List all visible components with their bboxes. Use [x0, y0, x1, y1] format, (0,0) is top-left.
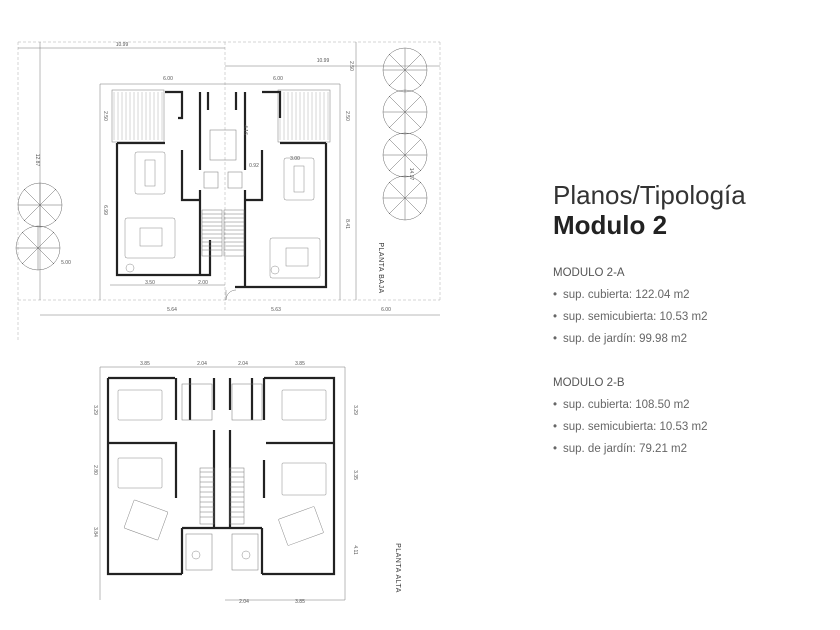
dim-upper-right-2: 3.35: [352, 470, 358, 480]
dim-upper-right-1: 3.29: [352, 405, 358, 415]
bullet-icon: •: [553, 311, 558, 323]
dim-upper-right-3: 4.11: [352, 545, 358, 555]
terrace-hatch-left: [111, 89, 165, 143]
dim-bottom-far-right: 6.00: [381, 307, 391, 313]
bullet-icon: •: [553, 289, 558, 301]
furniture-right: [269, 157, 321, 279]
module-2a-heading: MODULO 2-A: [553, 267, 625, 279]
bullet-icon: •: [553, 421, 558, 433]
dim-upper-bottom-b: 3.85: [295, 599, 305, 605]
ground-floor-plan: 10.99 10.99 6.00 6.00 2.50 2.50 6.99 12.…: [15, 41, 441, 340]
dim-left-upper: 2.50: [102, 111, 108, 121]
dim-bottom-left-room: 3.50: [145, 280, 155, 286]
dim-upper-top-a: 3.85: [140, 361, 150, 367]
module-2a-item-2: •sup. semicubierta: 10.53 m2: [553, 311, 708, 323]
dim-upper-top-c: 2.04: [238, 361, 248, 367]
trees-left: [15, 182, 63, 271]
beds: [117, 389, 327, 546]
upper-floor-plan: 3.85 2.04 2.04 3.85 3.29 2.80 3.84 3.29 …: [92, 361, 401, 605]
module-title: Modulo 2: [553, 210, 668, 240]
bullet-icon: •: [553, 399, 558, 411]
ground-floor-label: PLANTA BAJA: [377, 242, 384, 293]
module-2b-heading: MODULO 2-B: [553, 377, 625, 389]
dim-upper-bottom-a: 2.04: [239, 599, 249, 605]
dim-bottom-mid: 2.00: [198, 280, 208, 286]
module-2a-item-1: •sup. cubierta: 122.04 m2: [553, 289, 690, 301]
dim-upper-top-d: 3.85: [295, 361, 305, 367]
dim-left-overall: 12.87: [34, 154, 40, 167]
dim-bottom-left: 5.64: [167, 307, 177, 313]
info-panel: Planos/Tipología Modulo 2 MODULO 2-A •su…: [553, 180, 833, 455]
dim-left-height: 6.99: [102, 205, 108, 215]
upper-floor-label: PLANTA ALTA: [394, 543, 401, 593]
dim-right-kitchen: 3.00: [290, 156, 300, 162]
dim-bottom-right: 5.63: [271, 307, 281, 313]
terrace-hatch-right: [277, 89, 331, 143]
page-title: Planos/Tipología: [553, 180, 746, 210]
furniture-left: [124, 151, 176, 273]
dim-upper-left-1: 3.29: [92, 405, 98, 415]
stairs-upper: [199, 467, 245, 525]
dim-top-left-room: 6.00: [163, 76, 173, 82]
module-2b-item-2: •sup. semicubierta: 10.53 m2: [553, 421, 708, 433]
dim-upper-left-2: 2.80: [92, 465, 98, 475]
dim-garden-left: 5.00: [61, 260, 71, 266]
dim-right-top: 2.50: [348, 61, 354, 71]
dim-top-overall: 10.99: [116, 42, 129, 48]
stairs-ground: [201, 209, 245, 257]
dim-top-right-room: 6.00: [273, 76, 283, 82]
dim-stair: 4.16: [242, 125, 248, 135]
module-2b-item-3: •sup. de jardín: 79.21 m2: [553, 443, 688, 455]
bullet-icon: •: [553, 443, 558, 455]
trees-right: [382, 47, 428, 221]
dim-right-overall: 14.17: [408, 168, 414, 181]
dim-right-upper: 2.50: [344, 111, 350, 121]
dim-hall: 0.92: [249, 163, 259, 169]
bullet-icon: •: [553, 333, 558, 345]
module-2a-item-3: •sup. de jardín: 99.98 m2: [553, 333, 688, 345]
dim-top-right: 10.99: [317, 58, 330, 64]
dim-upper-top-b: 2.04: [197, 361, 207, 367]
dim-right-height: 8.41: [344, 219, 350, 229]
dim-upper-left-3: 3.84: [92, 527, 98, 537]
module-2b-item-1: •sup. cubierta: 108.50 m2: [553, 399, 690, 411]
